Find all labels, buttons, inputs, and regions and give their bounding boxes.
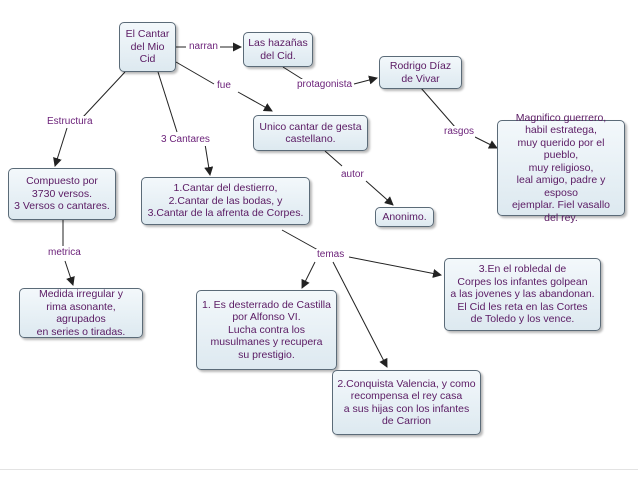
node-rasgos-descripcion[interactable]: Magnifico guerrero, habil estratega, muy… bbox=[497, 112, 625, 224]
link-label-fue: fue bbox=[216, 80, 232, 92]
node-anonimo[interactable]: Anonimo. bbox=[375, 207, 434, 227]
arrow-fue-unico bbox=[237, 91, 273, 112]
link-cantar-3cantares bbox=[157, 71, 178, 133]
arrow-estructura-compuesto bbox=[53, 127, 68, 167]
link-label-protagonista: protagonista bbox=[296, 79, 354, 91]
node-el-cantar-del-mio-cid[interactable]: El Cantar del Mio Cid bbox=[119, 22, 176, 72]
arrow-protagonista-rodrigo bbox=[353, 75, 378, 85]
link-label-autor: autor bbox=[340, 169, 365, 181]
link-label-rasgos: rasgos bbox=[443, 126, 476, 138]
link-cantares-temas bbox=[281, 229, 319, 251]
node-tres-cantares-lista[interactable]: 1.Cantar del destierro, 2.Cantar de las … bbox=[141, 177, 310, 225]
node-las-hazanas-del-cid[interactable]: Las hazañas del Cid. bbox=[243, 32, 313, 67]
node-medida-irregular[interactable]: Medida irregular y rima asonante, agrupa… bbox=[19, 288, 143, 338]
arrow-autor-anonimo bbox=[365, 180, 394, 206]
link-label-narran: narran bbox=[188, 41, 219, 53]
arrow-temas-tema1 bbox=[301, 261, 316, 289]
node-unico-cantar-de-gesta[interactable]: Unico cantar de gesta castellano. bbox=[253, 115, 368, 151]
arrow-metrica-medida bbox=[64, 260, 75, 286]
arrow-temas-tema3 bbox=[348, 256, 442, 278]
link-label-3-cantares: 3 Cantares bbox=[160, 134, 211, 146]
link-unico-autor bbox=[324, 150, 343, 167]
link-rodrigo-rasgos bbox=[420, 87, 456, 128]
node-tema-2[interactable]: 2.Conquista Valencia, y como recompensa … bbox=[332, 370, 481, 435]
link-label-metrica: metrica bbox=[47, 247, 82, 259]
link-label-temas: temas bbox=[316, 249, 346, 261]
link-cantar-estructura bbox=[82, 71, 126, 118]
arrow-rasgos-desc bbox=[474, 136, 498, 149]
node-tema-3[interactable]: 3.En el robledal de Corpes los infantes … bbox=[444, 258, 601, 331]
link-cantar-fue bbox=[175, 61, 215, 85]
bottom-divider bbox=[0, 469, 638, 470]
link-label-estructura: Estructura bbox=[46, 116, 94, 128]
arrow-3cantares-list bbox=[204, 143, 214, 176]
arrow-temas-tema2 bbox=[332, 261, 388, 368]
node-tema-1[interactable]: 1. Es desterrado de Castilla por Alfonso… bbox=[196, 290, 337, 370]
node-compuesto-por-versos[interactable]: Compuesto por 3730 versos. 3 Versos o ca… bbox=[8, 168, 116, 220]
node-rodrigo-diaz-de-vivar[interactable]: Rodrigo Díaz de Vivar bbox=[379, 56, 462, 89]
